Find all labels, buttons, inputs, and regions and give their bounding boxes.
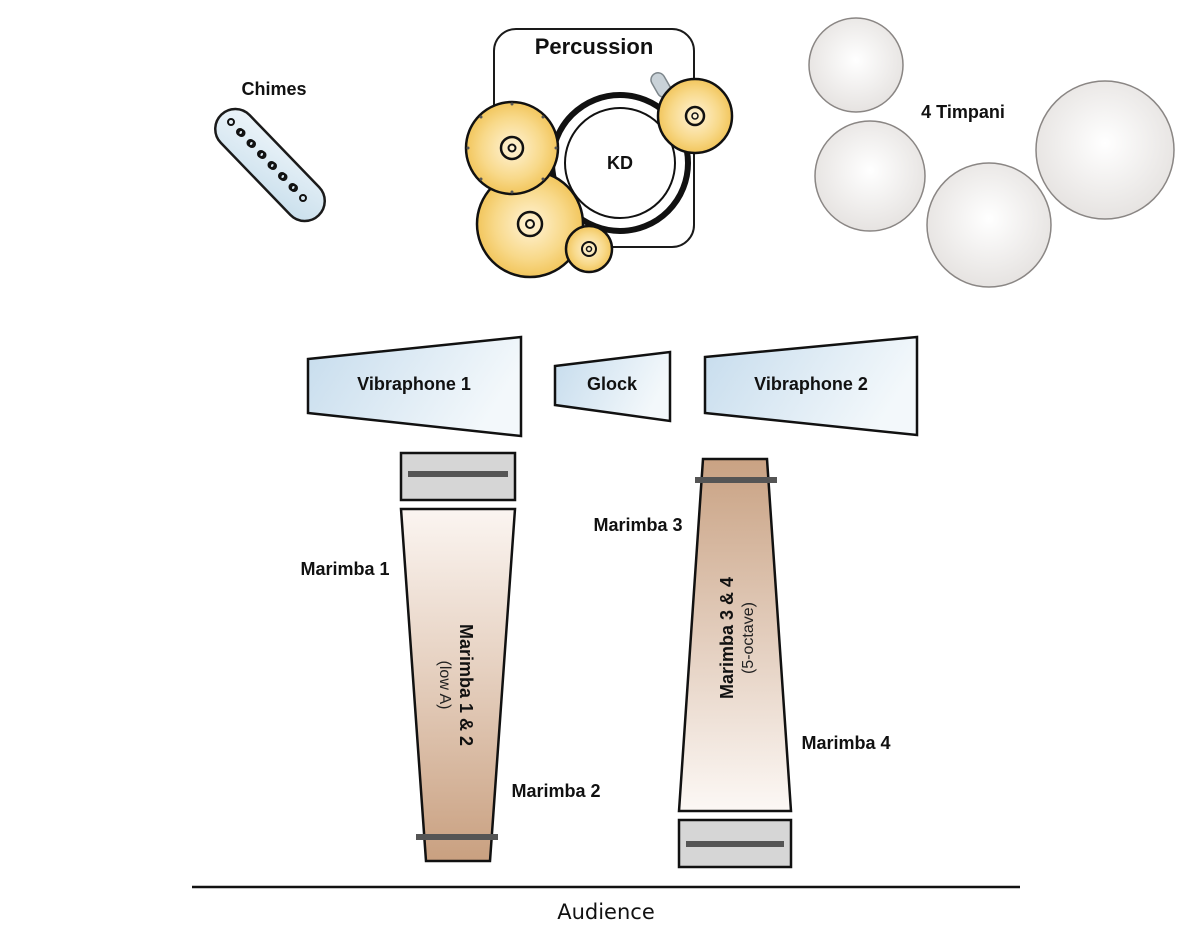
audience-label: Audience [557,900,655,924]
marimba-1-player-label: Marimba 1 [300,559,389,579]
chime-tube [227,118,235,126]
chime-tube [237,129,246,137]
marimba-left-sublabel: (low A) [436,661,453,710]
marimba-3-player-label: Marimba 3 [593,515,682,535]
chime-tube [258,151,267,159]
cymbal-crash [656,77,734,155]
marimba-left-label: Marimba 1 & 2 [456,624,476,746]
vibraphone-2-label: Vibraphone 2 [754,374,868,394]
marimba-right: Marimba 3 & 4 (5-octave) Marimba 3 Marim… [593,457,891,869]
chime-tube [299,194,307,202]
chime-tube [269,162,277,170]
vibraphone-2: Vibraphone 2 [703,335,919,437]
stand-bar [408,471,508,477]
chime-tubes [227,118,307,202]
marimba-right-sublabel: (5-octave) [740,602,757,674]
cymbal-splash [564,224,614,274]
timpani: 4 Timpani [808,17,1175,288]
timpani-drum [814,120,926,232]
marimba-right-body [677,457,793,813]
timpani-drum [808,17,904,113]
chimes-label: Chimes [241,79,306,99]
glockenspiel: Glock [553,350,672,423]
glock-label: Glock [587,374,638,394]
marimba-right-label: Marimba 3 & 4 [717,577,737,699]
marimba-2-player-label: Marimba 2 [511,781,600,801]
marimba-left-bar [416,834,498,840]
timpani-label: 4 Timpani [921,102,1005,122]
marimba-left-body [399,507,517,863]
marimba-4-player-label: Marimba 4 [801,733,890,753]
cymbal-ride [464,100,560,196]
kick-drum-label: KD [607,153,633,173]
vibraphone-1-label: Vibraphone 1 [357,374,471,394]
stand-bar [686,841,784,847]
marimba-right-bar [695,477,777,483]
timpani-drum [926,162,1052,288]
chime-tube [248,140,256,148]
timpani-drum [1035,80,1175,220]
marimba-left: Marimba 1 & 2 (low A) Marimba 1 Marimba … [300,451,601,863]
chime-tube [290,184,298,192]
chime-tube [279,173,288,181]
percussion-setup: Percussion KD [464,28,734,279]
percussion-label: Percussion [535,34,654,59]
kick-drum-head [564,107,676,219]
vibraphone-1: Vibraphone 1 [306,335,523,438]
chimes: Chimes [214,79,326,223]
